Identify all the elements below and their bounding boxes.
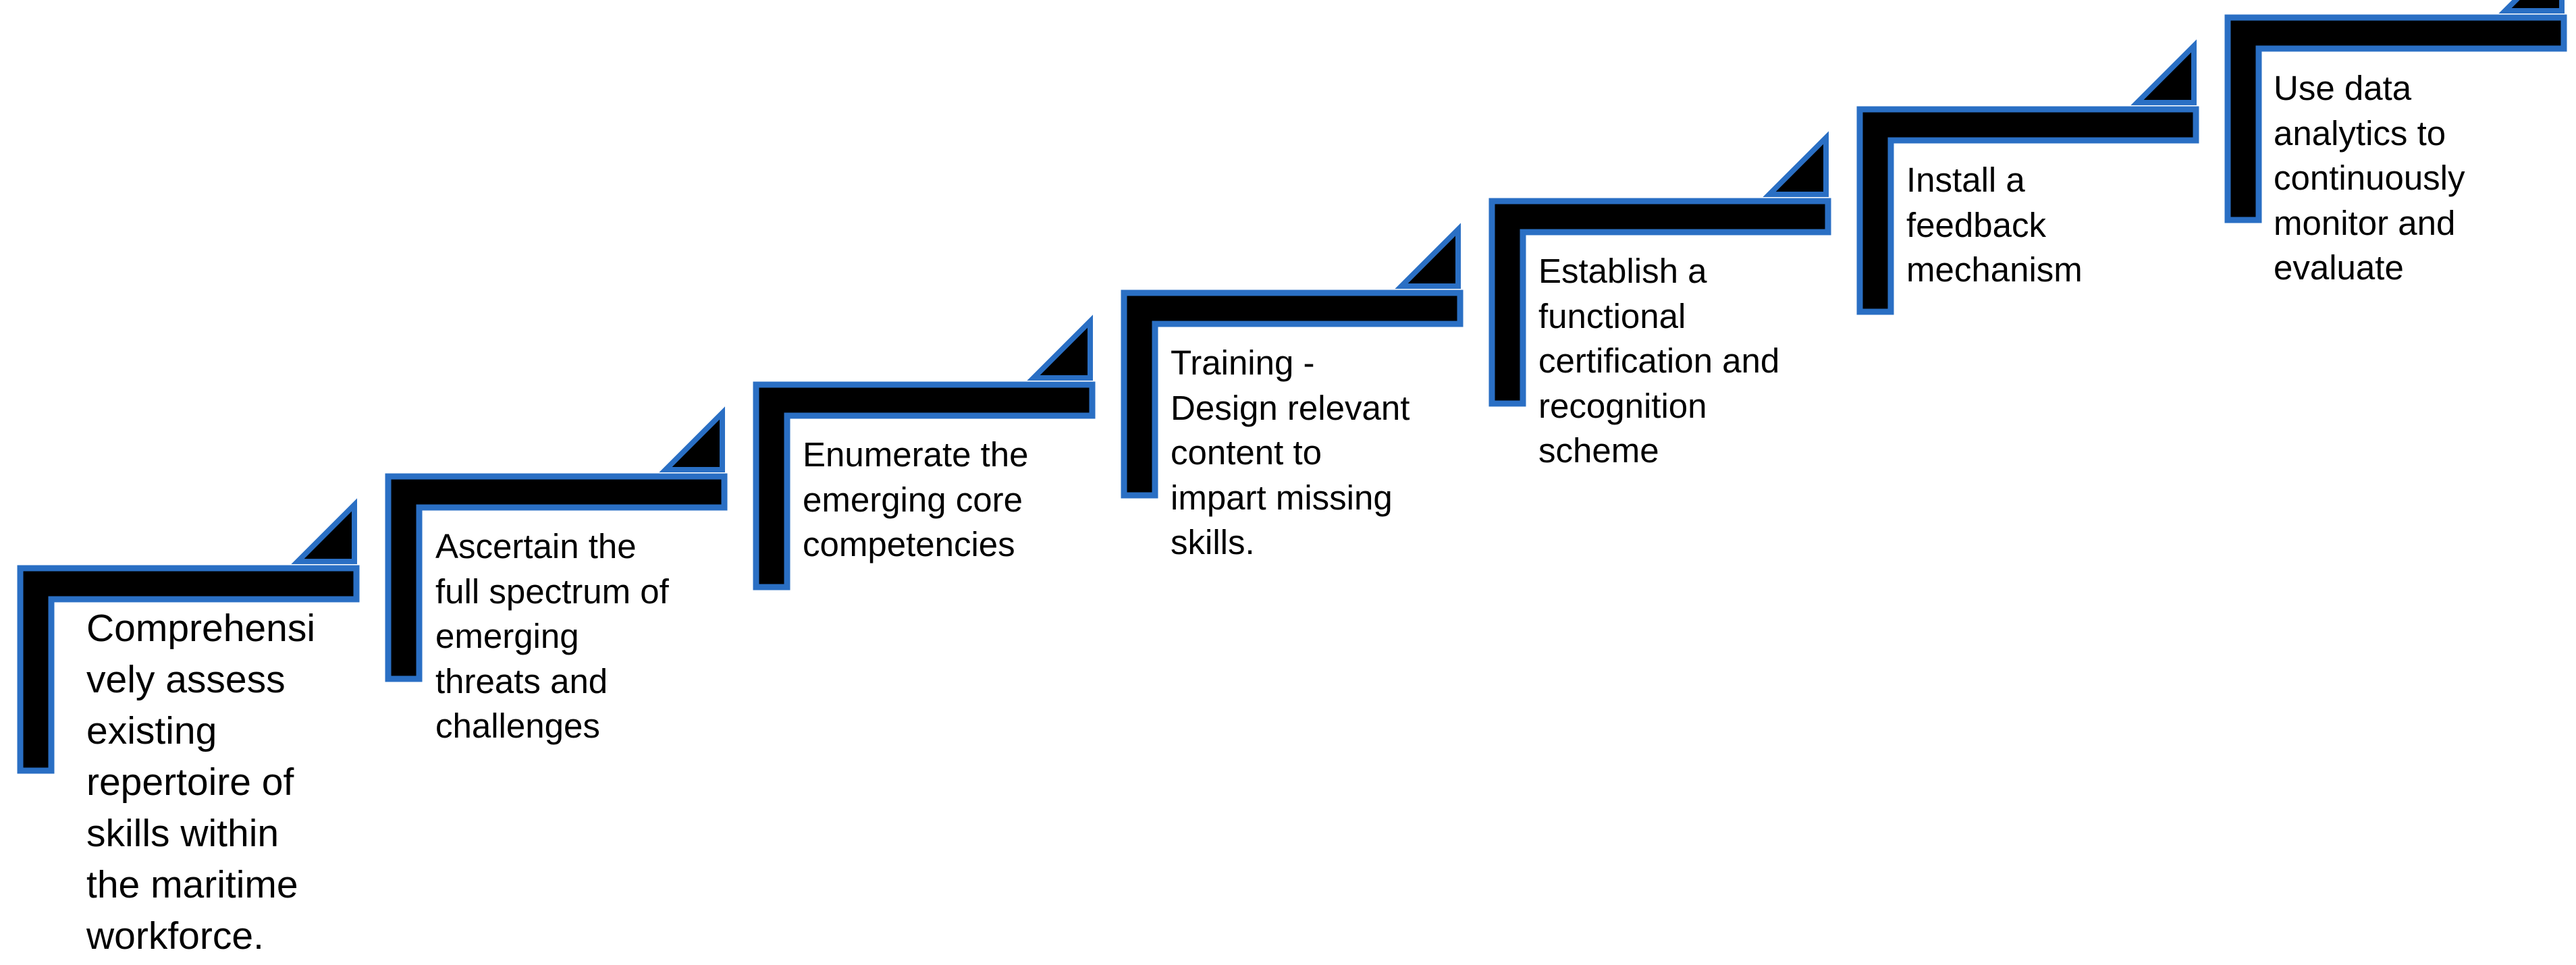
step-2-triangle bbox=[659, 406, 725, 472]
step-7-text: Use data analytics to continuously monit… bbox=[2274, 69, 2465, 287]
step-2-text: Ascertain the full spectrum of emerging … bbox=[435, 527, 669, 745]
step-5-bracket bbox=[1488, 198, 1831, 407]
step-7-bracket bbox=[2224, 14, 2567, 223]
step-6-bracket bbox=[1856, 106, 2199, 315]
step-3-bracket bbox=[753, 381, 1096, 590]
step-1-bracket bbox=[17, 565, 360, 774]
step-1-triangle bbox=[291, 498, 357, 564]
step-6-text: Install a feedback mechanism bbox=[1906, 161, 2083, 289]
step-1-text: Comprehensi vely assess existing reperto… bbox=[86, 607, 315, 958]
step-5-text: Establish a functional certification and… bbox=[1538, 252, 1780, 470]
step-3-text: Enumerate the emerging core competencies bbox=[803, 435, 1029, 563]
step-4-text: Training - Design relevant content to im… bbox=[1171, 343, 1410, 561]
step-7-triangle bbox=[2498, 0, 2565, 13]
step-5-triangle bbox=[1763, 131, 1829, 197]
step-4-bracket bbox=[1121, 290, 1464, 499]
step-4-triangle bbox=[1395, 223, 1461, 289]
step-3-triangle bbox=[1027, 314, 1093, 381]
step-2-bracket bbox=[385, 473, 728, 682]
step-6-triangle bbox=[2130, 39, 2197, 105]
